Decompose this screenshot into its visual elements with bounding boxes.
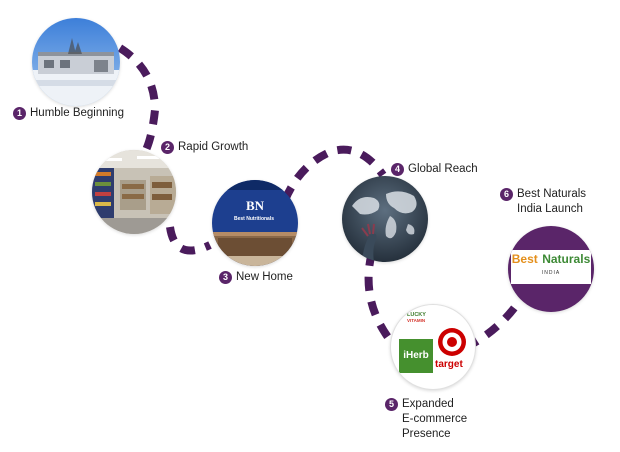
- milestone-2-text: Rapid Growth: [178, 141, 249, 153]
- logo-india-text: INDIA: [541, 270, 561, 276]
- logo-naturals-text: Naturals: [542, 252, 591, 266]
- milestone-6-label: 6 Best Naturals India Launch: [500, 187, 586, 217]
- milestone-5-text-line3: Presence: [402, 428, 451, 440]
- milestone-4-text: Global Reach: [408, 163, 478, 175]
- sign-bn-text: BN: [246, 198, 265, 213]
- milestone-3-label: 3 New Home: [219, 270, 293, 285]
- sign-name-text: Best Nutritionals: [234, 216, 275, 222]
- logo-best-text: Best: [511, 252, 538, 266]
- lucky-line2: VITAMIN: [407, 318, 426, 323]
- path-segment-3-4: [281, 145, 387, 202]
- target-bullseye-icon: [438, 328, 466, 356]
- milestone-4-label: 4 Global Reach: [391, 162, 478, 177]
- best-naturals-india-photo: Best Naturals INDIA: [508, 226, 594, 312]
- milestone-3-number-badge: 3: [219, 271, 232, 284]
- reception-image: [212, 180, 298, 266]
- target-text: target: [435, 359, 463, 370]
- milestone-1-label: 1 Humble Beginning: [13, 106, 124, 121]
- milestone-5-text-line1: Expanded: [402, 398, 454, 410]
- lucky-vitamin-logo: LUCKY VITAMIN: [407, 312, 426, 324]
- path-segment-4-5: [364, 251, 394, 343]
- milestone-5-number-badge: 5: [385, 398, 398, 411]
- milestone-1-number-badge: 1: [13, 107, 26, 120]
- iherb-text: iHerb: [403, 350, 429, 361]
- milestone-6-text-line1: Best Naturals: [517, 188, 587, 200]
- path-segment-2-3: [166, 226, 212, 255]
- humble-beginning-photo: [32, 18, 120, 106]
- path-segment-1-2: [117, 44, 160, 154]
- iherb-logo: iHerb: [399, 339, 433, 373]
- milestone-2-label: 2 Rapid Growth: [161, 140, 248, 155]
- milestone-1-text: Humble Beginning: [30, 107, 124, 119]
- rapid-growth-photo: [92, 150, 176, 234]
- milestone-2-number-badge: 2: [161, 141, 174, 154]
- lucky-line1: LUCKY: [407, 312, 426, 318]
- snowy-building-image: [32, 18, 120, 106]
- milestone-3-text: New Home: [236, 271, 293, 283]
- milestone-6-text-line2: India Launch: [517, 203, 583, 215]
- milestone-6-number-badge: 6: [500, 188, 513, 201]
- milestone-5-label: 5 Expanded E-commerce Presence: [385, 397, 467, 442]
- new-home-photo: BN Best Nutritionals: [212, 180, 298, 266]
- best-naturals-logo-card: Best Naturals INDIA: [511, 250, 591, 284]
- warehouse-image: [92, 150, 176, 234]
- milestone-4-number-badge: 4: [391, 163, 404, 176]
- milestone-5-text-line2: E-commerce: [402, 413, 468, 425]
- ecommerce-logos-photo: LUCKY VITAMIN iHerb target: [390, 304, 476, 390]
- global-reach-photo: [342, 176, 428, 262]
- world-map-image: [342, 176, 428, 262]
